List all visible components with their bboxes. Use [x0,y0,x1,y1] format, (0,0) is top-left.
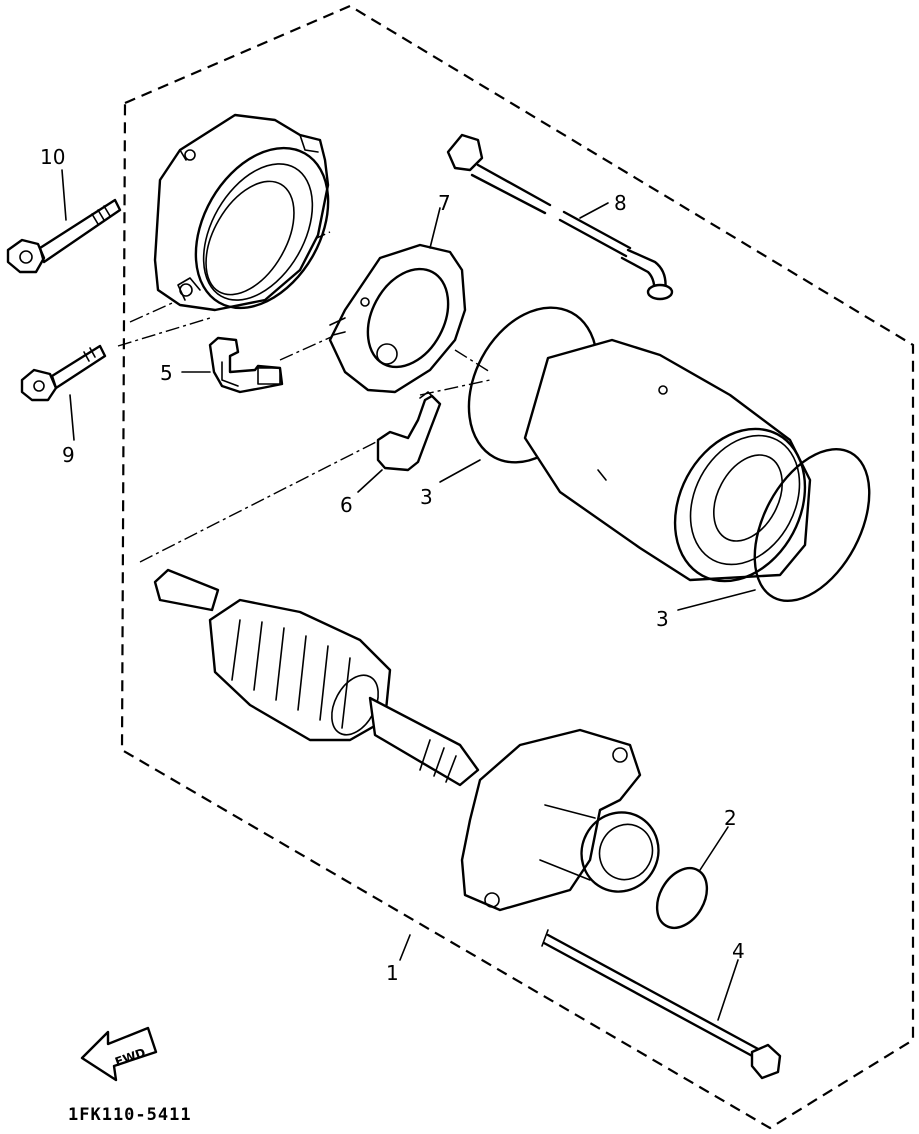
callout-number: 7 [438,191,451,215]
front-cover-part [460,728,660,912]
callout-number: 8 [614,191,627,215]
brush-part [376,391,442,472]
leader-lines [61,169,756,1021]
part-callouts: 10 9 5 6 7 8 3 3 2 4 1 [40,145,745,985]
through-bolt-part [541,929,782,1080]
o-ring-part [753,447,871,603]
callout-number: 6 [340,493,353,517]
rear-cover-part [153,113,330,312]
small-o-ring-part [655,866,709,930]
callout-number: 1 [386,961,399,985]
long-bolt-part [6,198,122,274]
callout-number: 5 [160,361,173,385]
lead-wire-part [446,133,674,301]
drawing-code: 1FK110-5411 [68,1105,192,1125]
yoke-part [523,338,812,583]
callout-number: 2 [724,806,737,830]
brush-plate-part [328,243,467,394]
callout-number: 9 [62,443,75,467]
callout-number: 3 [420,485,433,509]
armature-part [153,568,480,787]
brush-holder-part [208,336,284,394]
callout-number: 10 [40,145,65,169]
callout-number: 3 [656,607,669,631]
forward-direction-arrow: FWD [80,1026,158,1082]
short-bolt-part [20,344,107,402]
callout-number: 4 [732,939,745,963]
